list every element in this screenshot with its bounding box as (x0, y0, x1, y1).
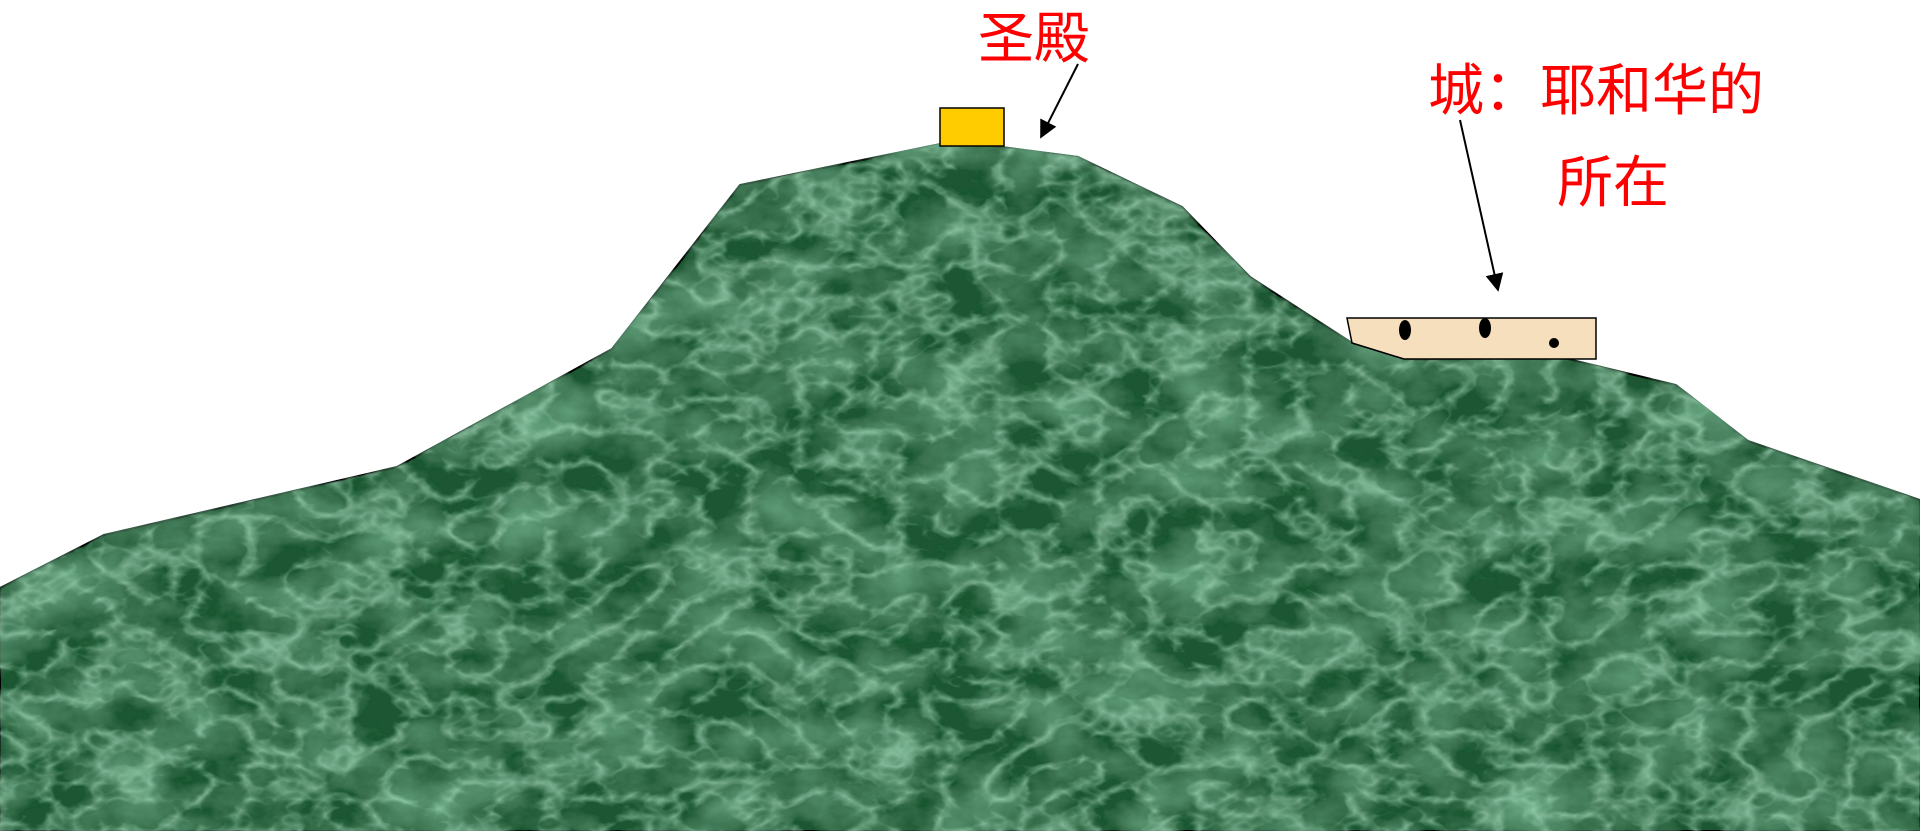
city-dot (1399, 320, 1411, 340)
city-block-icon (1346, 317, 1597, 360)
city-dot (1479, 318, 1491, 338)
temple-arrow-icon (1040, 63, 1079, 139)
city-label: 城：耶和华的 (1428, 59, 1764, 124)
city-label-line2: 所在 (1557, 151, 1669, 216)
city-rect (1346, 317, 1597, 360)
temple-block-icon (939, 107, 1005, 147)
temple-label: 圣殿 (978, 7, 1090, 72)
hill-veins (0, 141, 1920, 831)
hill (0, 139, 1920, 831)
city-dot (1549, 338, 1559, 348)
city-arrow-icon (1459, 119, 1504, 292)
